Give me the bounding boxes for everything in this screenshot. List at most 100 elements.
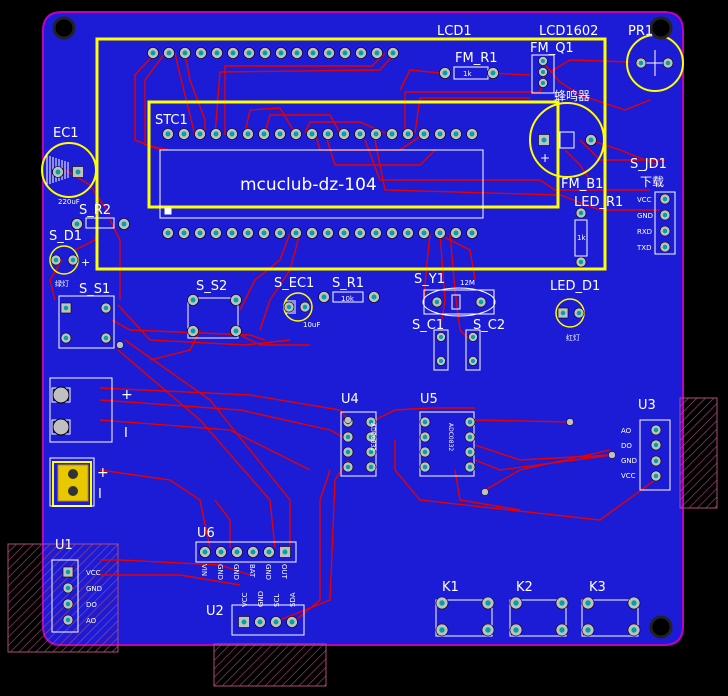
via (481, 488, 489, 496)
pad-hole (190, 328, 196, 334)
pad-hole (368, 449, 374, 455)
mounting-hole-br (649, 615, 673, 639)
label-s-c1[interactable]: S_C1 (412, 318, 444, 333)
trace (149, 329, 201, 361)
label-s-ec1[interactable]: S_EC1 (274, 276, 314, 291)
label-pr1[interactable]: PR1 (628, 24, 653, 39)
pad-hole (438, 358, 444, 364)
label-s-jd1[interactable]: S_JD1 (630, 157, 667, 172)
silk-rect (423, 289, 495, 315)
label-s-r1[interactable]: S_R1 (332, 276, 364, 291)
u2-pin-label: SCL (273, 594, 281, 607)
u3-pin-label: GND (621, 457, 637, 465)
pad-hole (485, 627, 491, 633)
label-s-c2[interactable]: S_C2 (473, 318, 505, 333)
label-led-r1[interactable]: LED_R1 (574, 195, 623, 210)
trace (184, 52, 206, 135)
silk-rect (465, 329, 481, 371)
pad-hole (245, 131, 251, 137)
stc1-outline (147, 100, 560, 209)
label-u3[interactable]: U3 (638, 398, 656, 413)
label-s-s2[interactable]: S_S2 (196, 279, 227, 294)
u5-chip: ADC0832 (447, 423, 454, 451)
trace (474, 454, 613, 471)
pad-hole (453, 131, 459, 137)
pad-hole (422, 464, 428, 470)
u1-pin-label: DO (86, 601, 97, 609)
pad-hole (467, 434, 473, 440)
trace (214, 499, 231, 548)
pad-hole (261, 230, 267, 236)
trace (454, 469, 521, 511)
small-silk-labels: 220uF 10uF 10k 1k 1k 绿灯 红灯 12M + + + I +… (55, 70, 586, 502)
trace (295, 469, 331, 621)
label-lcd1[interactable]: LCD1 (437, 24, 472, 39)
pad-hole (55, 169, 61, 175)
label-s-y1[interactable]: S_Y1 (414, 272, 445, 287)
pad-hole (309, 131, 315, 137)
pad-hole (234, 549, 240, 555)
silk-white (46, 50, 676, 637)
label-led-d1[interactable]: LED_D1 (550, 279, 600, 294)
pad-hole (65, 601, 71, 607)
label-u1[interactable]: U1 (55, 538, 73, 553)
pad-hole (478, 299, 484, 305)
pad-hole (405, 230, 411, 236)
u1-pin-label: VCC (86, 569, 101, 577)
terminal-pad (52, 386, 70, 404)
silk-rect (51, 559, 79, 633)
label-fm-r1[interactable]: FM_R1 (455, 51, 498, 66)
label-ec1[interactable]: EC1 (53, 126, 79, 141)
label-k2[interactable]: K2 (516, 580, 533, 595)
label-buzzer[interactable]: 蜂鸣器 (554, 88, 590, 103)
pad-hole (665, 60, 671, 66)
trace (374, 407, 475, 421)
trace (259, 232, 301, 331)
pad-hole (585, 600, 591, 606)
pad-hole (310, 50, 316, 56)
label-s-r2[interactable]: S_R2 (79, 203, 111, 218)
label-lcd1602[interactable]: LCD1602 (539, 24, 598, 39)
silk-rect (509, 599, 567, 637)
label-fm-b1[interactable]: FM_B1 (561, 177, 603, 192)
mounting-holes (52, 16, 673, 639)
pad-hole (438, 334, 444, 340)
pad-hole (198, 50, 204, 56)
pad-hole (662, 228, 668, 234)
label-u4[interactable]: U4 (341, 392, 359, 407)
s-y1-value: 12M (460, 279, 475, 287)
pad-hole (453, 230, 459, 236)
pads (50, 47, 674, 637)
pad-hole (540, 69, 546, 75)
label-download[interactable]: 下载 (640, 175, 664, 189)
label-u6[interactable]: U6 (197, 526, 215, 541)
label-stc1[interactable]: STC1 (155, 113, 188, 128)
u2-pin-label: SDA (289, 592, 297, 607)
pad-hole (262, 50, 268, 56)
pad-hole (631, 627, 637, 633)
label-k1[interactable]: K1 (442, 580, 459, 595)
pad-hole (357, 230, 363, 236)
pad-hole (166, 50, 172, 56)
pad-hole (559, 627, 565, 633)
label-k3[interactable]: K3 (589, 580, 606, 595)
u6-pin-label: VIN (200, 564, 208, 576)
label-fm-q1[interactable]: FM_Q1 (530, 41, 574, 56)
label-u2[interactable]: U2 (206, 604, 224, 619)
led-d1-note: 红灯 (566, 333, 580, 342)
label-s-d1[interactable]: S_D1 (49, 229, 82, 244)
label-s-s1[interactable]: S_S1 (79, 282, 110, 297)
pad-hole (405, 131, 411, 137)
pad-hole (214, 50, 220, 56)
silk-rect (85, 217, 115, 229)
pad-hole (229, 230, 235, 236)
pad-hole (373, 131, 379, 137)
pad-hole (653, 458, 659, 464)
label-u5[interactable]: U5 (420, 392, 438, 407)
pad-hole (559, 600, 565, 606)
pad-hole (190, 297, 196, 303)
via (566, 418, 574, 426)
pad-hole (245, 230, 251, 236)
power-minus-1: I (124, 426, 128, 441)
